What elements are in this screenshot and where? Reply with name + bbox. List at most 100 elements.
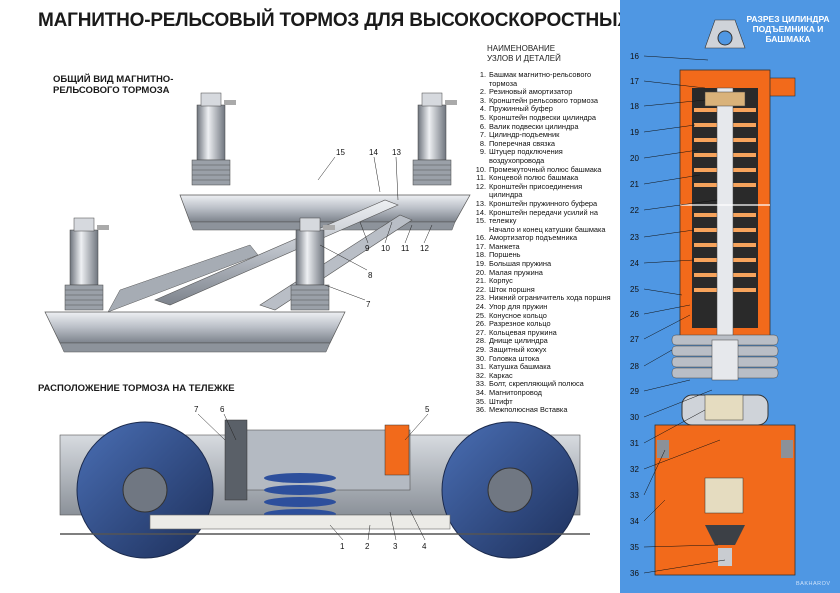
part-name: Резиновый амортизатор [489, 87, 573, 97]
part-number: 7. [479, 130, 486, 140]
part-number: 22. [475, 284, 486, 294]
lift-cylinder-front-right [290, 217, 335, 311]
callout-section-30: 30 [630, 413, 639, 422]
part-name: тележку [489, 216, 517, 226]
callout-leader [643, 449, 666, 496]
part-item: 1.Башмак магнитно-рельсового [475, 70, 625, 80]
callout-section-21: 21 [630, 180, 639, 189]
section-title: РАЗРЕЗ ЦИЛИНДРА ПОДЪЕМНИКА И БАШМАКА [746, 14, 830, 44]
part-item: 26.Разрезное кольцо [475, 320, 625, 329]
callout-section-20: 20 [630, 154, 639, 163]
callout-general-11: 11 [401, 244, 410, 253]
part-number: 3. [479, 95, 486, 105]
part-item: 27.Кольцевая пружина [475, 327, 625, 338]
part-item: 6.Валик подвески цилиндра [475, 122, 625, 132]
placement-title: РАСПОЛОЖЕНИЕ ТОРМОЗА НА ТЕЛЕЖКЕ [38, 383, 235, 394]
part-number: 27. [475, 327, 486, 337]
part-name: Упор для пружин [489, 302, 548, 312]
part-name: Кронштейн присоединения [489, 181, 583, 191]
part-item: 5.Кронштейн подвески цилиндра [475, 113, 625, 123]
part-number: 30. [475, 353, 486, 363]
part-number: 12. [475, 181, 486, 191]
part-number: 29. [475, 345, 486, 354]
callout-general-15: 15 [336, 148, 345, 157]
part-name: Болт, скрепляющий полюса [489, 379, 584, 389]
author-credit: BAKHAROV [796, 581, 831, 587]
callout-section-28: 28 [630, 362, 639, 371]
callout-leader [643, 174, 701, 185]
part-number: 9. [479, 147, 486, 157]
callout-section-18: 18 [630, 102, 639, 111]
callout-leader [643, 499, 666, 522]
callout-leader [643, 559, 726, 574]
part-name: Промежуточный полюс башмака [489, 164, 602, 174]
callout-leader [643, 314, 691, 340]
part-number: 14. [475, 207, 486, 217]
part-item: 10.Промежуточный полюс башмака [475, 164, 625, 175]
callout-general-10: 10 [381, 244, 390, 253]
callout-leader [643, 229, 695, 238]
part-name: Межполюсная Вставка [489, 405, 568, 415]
callout-leader [643, 149, 699, 159]
part-number: 28. [475, 336, 486, 346]
part-name: Кольцевая пружина [489, 327, 557, 337]
part-item: 34.Магнитопровод [475, 388, 625, 398]
part-name: Амортизатор подъемника [489, 233, 578, 243]
lift-cylinder-rear-right [412, 92, 457, 186]
part-name: Кронштейн рельсового тормоза [489, 95, 599, 105]
part-number: 1. [479, 70, 486, 79]
part-name: Корпус [489, 276, 513, 286]
callout-leader [643, 55, 709, 61]
part-name: тормоза [489, 78, 518, 88]
callout-bogie-2: 2 [365, 542, 370, 551]
part-item: 15.тележку [475, 216, 625, 226]
callout-leader [643, 124, 696, 133]
part-name: Нижний ограничитель хода поршня [489, 293, 611, 303]
part-name: Каркас [489, 370, 513, 380]
part-item: 11.Концевой полюс башмака [475, 174, 625, 183]
part-number: 11. [476, 173, 486, 183]
callout-leader [643, 288, 683, 296]
callout-section-27: 27 [630, 335, 639, 344]
part-name: Шток поршня [489, 284, 535, 294]
part-item: 16.Амортизатор подъемника [475, 234, 625, 243]
part-item: 32.Каркас [475, 370, 625, 381]
part-item: 30.Головка штока [475, 353, 625, 364]
part-number: 16. [475, 233, 486, 243]
callout-leader [643, 379, 691, 392]
part-item: тормоза [475, 78, 625, 89]
callout-section-23: 23 [630, 233, 639, 242]
callout-general-7: 7 [366, 300, 371, 309]
part-name: Защитный кожух [489, 345, 547, 354]
part-item: 24.Упор для пружин [475, 302, 625, 312]
part-item: 22.Шток поршня [475, 284, 625, 295]
part-item: 36.Межполюсная Вставка [475, 406, 625, 415]
part-name: Штифт [489, 396, 513, 406]
part-number: 2. [479, 87, 486, 97]
callout-section-24: 24 [630, 259, 639, 268]
callout-section-26: 26 [630, 310, 639, 319]
part-number: 19. [475, 259, 486, 269]
lift-cylinder-rear-left [191, 92, 236, 186]
callout-section-22: 22 [630, 206, 639, 215]
part-item: воздухопровода [475, 156, 625, 166]
part-number: 32. [475, 370, 486, 380]
part-item: 7.Цилиндр-подъемник [475, 131, 625, 140]
part-item: 12.Кронштейн присоединения [475, 181, 625, 192]
part-item: 18.Поршень [475, 251, 625, 260]
part-name: Манжета [489, 241, 520, 251]
part-item: 35.Штифт [475, 396, 625, 407]
section-drawing: 1617181920212223242526272829303132333435… [630, 19, 796, 578]
general-view-title: ОБЩИЙ ВИД МАГНИТНО- РЕЛЬСОВОГО ТОРМОЗА [53, 74, 174, 96]
part-item: 33.Болт, скрепляющий полюса [475, 380, 625, 389]
part-name: Большая пружина [489, 259, 552, 269]
callout-bogie-6: 6 [220, 405, 225, 414]
callout-leader [643, 259, 695, 264]
part-name: Концевой полюс башмака [489, 173, 579, 183]
callout-section-25: 25 [630, 285, 639, 294]
callout-general-13: 13 [392, 148, 401, 157]
parts-heading: НАИМЕНОВАНИЕ УЗЛОВ И ДЕТАЛЕЙ [487, 44, 561, 63]
callout-bogie-3: 3 [393, 542, 398, 551]
part-number: 17. [475, 241, 486, 251]
